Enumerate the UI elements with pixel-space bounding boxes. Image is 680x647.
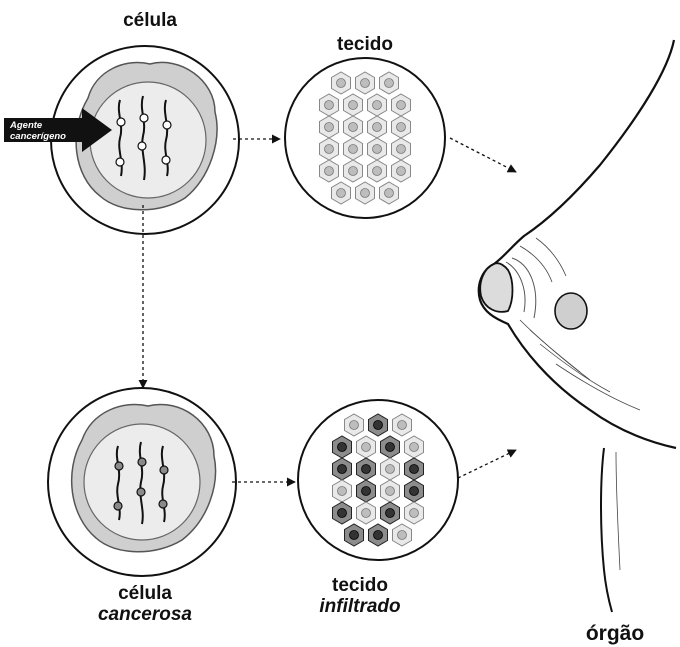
cell-nucleus	[386, 443, 395, 452]
cell-nucleus	[325, 167, 334, 176]
cell-nucleus	[410, 465, 419, 474]
arrow-infiltrated-to-organ	[458, 450, 516, 478]
cell-nucleus	[386, 509, 395, 518]
cell-nucleus	[349, 167, 358, 176]
cell-nucleus	[325, 123, 334, 132]
cell-nucleus	[410, 443, 419, 452]
cell-nucleus	[362, 487, 371, 496]
cell-nucleus	[338, 487, 347, 496]
cell-nucleus	[338, 465, 347, 474]
cell-nucleus	[373, 145, 382, 154]
tumor-lump	[555, 293, 587, 329]
cell-nucleus	[349, 123, 358, 132]
cell-nucleus	[325, 101, 334, 110]
cell-nucleus	[410, 509, 419, 518]
tissue-normal	[285, 58, 445, 218]
cell-nucleus	[361, 189, 370, 198]
cell-nucleus	[350, 421, 359, 430]
cell-nucleus	[373, 101, 382, 110]
cell-cancerous	[48, 388, 236, 576]
cell-nucleus	[397, 101, 406, 110]
cell-nucleus	[373, 167, 382, 176]
organ-lower-outline	[601, 448, 612, 612]
cell-nucleus	[338, 443, 347, 452]
cell-nucleus	[397, 167, 406, 176]
cell-nucleus	[362, 509, 371, 518]
cell-nucleus	[386, 465, 395, 474]
cell-nucleus	[374, 531, 383, 540]
cell-nucleus	[338, 509, 347, 518]
cell-nucleus	[361, 79, 370, 88]
cell-nucleus	[325, 145, 334, 154]
cell-nucleus	[398, 531, 407, 540]
cell-nucleus	[397, 123, 406, 132]
cell-nucleus	[374, 421, 383, 430]
agent-label-line1: Agente	[9, 120, 43, 131]
nipple	[480, 263, 512, 312]
cell-nucleus	[349, 101, 358, 110]
agent-label-line2: cancerígeno	[10, 131, 66, 142]
cell-nucleus	[385, 189, 394, 198]
arrow-tissue-to-organ	[450, 138, 516, 172]
tissue-infiltrated	[298, 400, 458, 560]
cell-nucleus	[337, 79, 346, 88]
cell-nucleus	[337, 189, 346, 198]
cell-nucleus	[397, 145, 406, 154]
cell-nucleus	[350, 531, 359, 540]
cell-nucleus	[362, 443, 371, 452]
cell-nucleus	[373, 123, 382, 132]
organ-outline	[479, 40, 676, 448]
cell-nucleus	[398, 421, 407, 430]
cell-nucleus	[386, 487, 395, 496]
cell-nucleus	[410, 487, 419, 496]
cell-nucleus	[362, 465, 371, 474]
cell-nucleus	[349, 145, 358, 154]
cell-nucleus	[385, 79, 394, 88]
organ-illustration	[479, 40, 676, 612]
